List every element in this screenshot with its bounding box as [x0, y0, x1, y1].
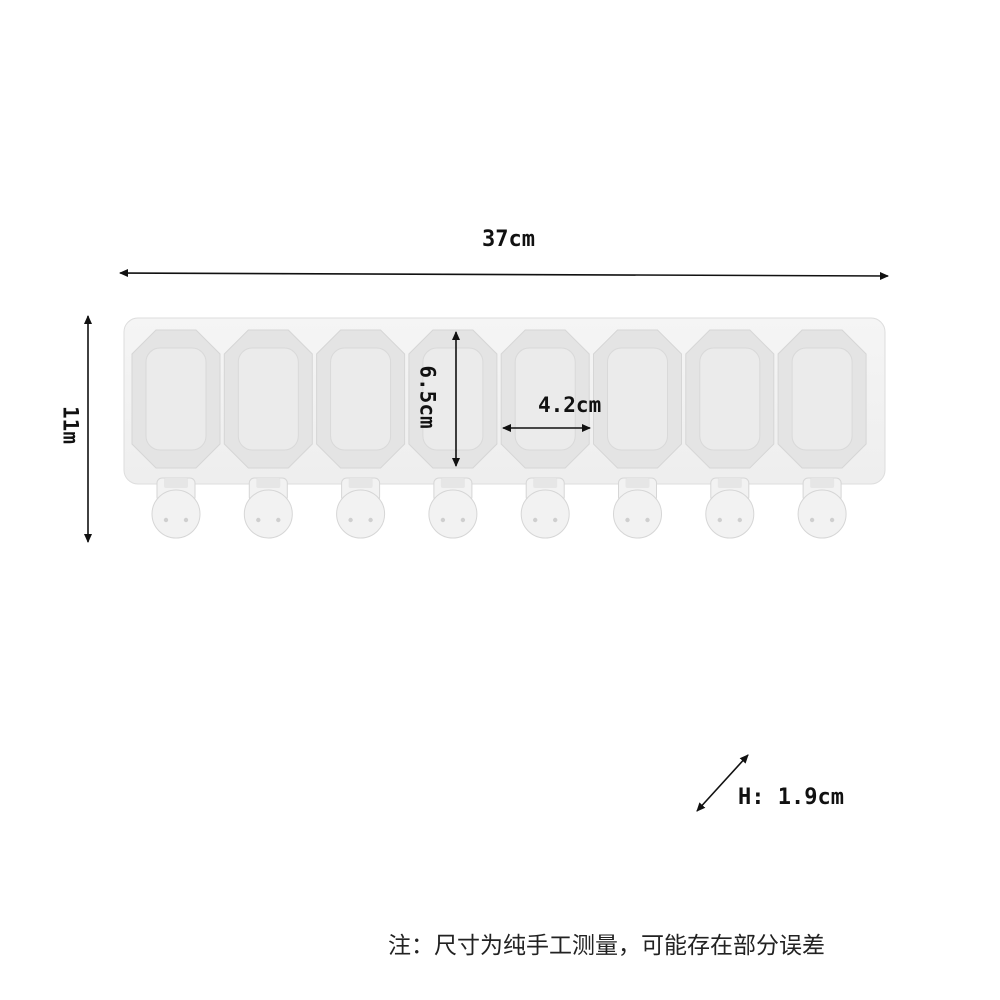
mold-height-arrow [696, 754, 749, 812]
stick-tab [797, 477, 847, 539]
mold-height-label: H: 1.9cm [738, 785, 844, 810]
overall-width-label: 37cm [482, 227, 535, 252]
stick-tab [705, 477, 755, 539]
cavity [223, 329, 313, 469]
cavity [316, 329, 406, 469]
stick-tab [336, 477, 386, 539]
stick-tab [613, 477, 662, 539]
cavity-height-label: 6.5cm [415, 365, 440, 429]
cavity [685, 329, 775, 469]
measurement-note: 注：尺寸为纯手工测量，可能存在部分误差 [388, 933, 825, 959]
stick-tabs [151, 477, 847, 539]
width-arrow [119, 269, 889, 280]
stick-tab [428, 477, 478, 539]
stick-tab [151, 477, 201, 539]
cavity-width-label: 4.2cm [538, 393, 602, 417]
stick-tab [520, 477, 570, 539]
cavity [777, 329, 867, 469]
stick-tab [243, 477, 293, 539]
overall-depth-label: 11m [58, 406, 83, 444]
cavity [593, 329, 682, 469]
cavity [131, 329, 221, 469]
